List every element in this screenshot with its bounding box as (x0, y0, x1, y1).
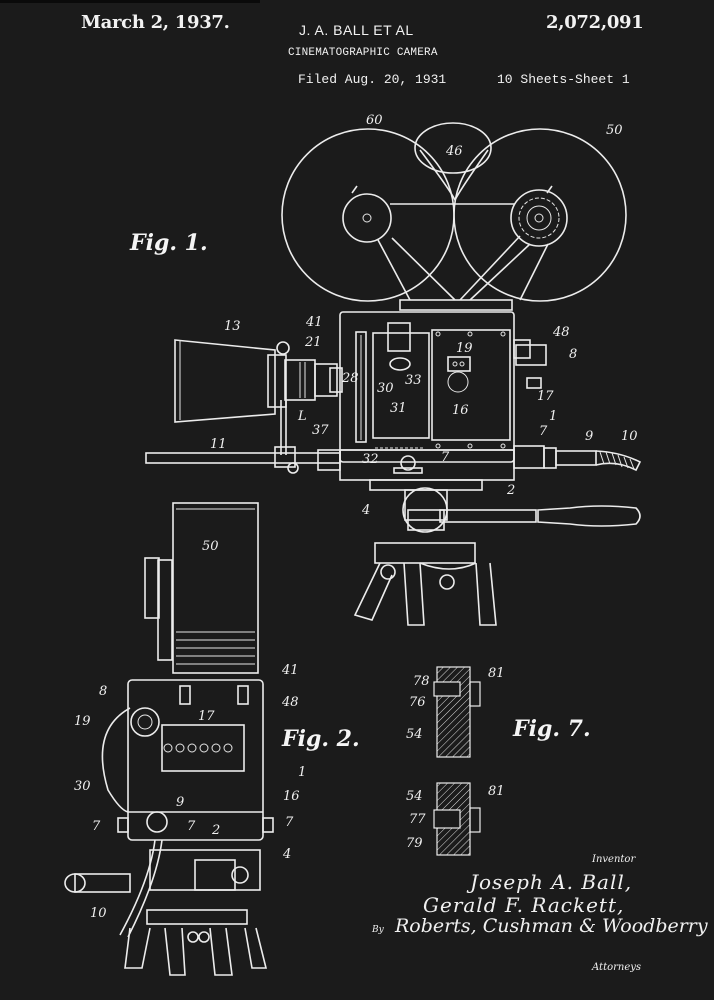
svg-text:46: 46 (445, 144, 463, 159)
svg-text:13: 13 (224, 319, 241, 334)
fig7-label: Fig. 7. (512, 716, 591, 742)
svg-text:54: 54 (406, 727, 423, 742)
svg-text:8: 8 (99, 684, 107, 699)
cable-connector (543, 447, 642, 472)
svg-text:10: 10 (621, 429, 638, 444)
attorneys-signature: Roberts, Cushman & Woodberry (395, 915, 708, 937)
svg-text:11: 11 (210, 437, 227, 452)
svg-text:41: 41 (281, 663, 299, 678)
svg-text:7: 7 (187, 819, 196, 834)
svg-text:10: 10 (90, 906, 107, 921)
svg-text:1: 1 (549, 409, 557, 424)
sheet-count: 10 Sheets-Sheet 1 (497, 72, 630, 87)
fig1-label: Fig. 1. (129, 230, 208, 256)
filed-date: Filed Aug. 20, 1931 (298, 72, 447, 87)
svg-text:77: 77 (409, 812, 426, 827)
svg-text:78: 78 (413, 674, 430, 689)
svg-text:32: 32 (362, 452, 379, 467)
svg-text:7: 7 (539, 424, 548, 439)
svg-text:81: 81 (488, 784, 505, 799)
attorneys-label: Attorneys (592, 962, 642, 973)
svg-text:79: 79 (406, 836, 423, 851)
svg-text:7: 7 (285, 815, 294, 830)
camera-body-front (101, 679, 274, 841)
svg-text:L: L (297, 409, 307, 424)
svg-text:54: 54 (406, 789, 423, 804)
tripod-head (353, 479, 497, 626)
by-label: By (372, 925, 384, 935)
svg-text:7: 7 (441, 450, 450, 465)
svg-text:30: 30 (74, 779, 91, 794)
svg-text:50: 50 (202, 539, 219, 554)
svg-text:19: 19 (456, 341, 473, 356)
inventors-heading: J. A. BALL ET AL (299, 22, 414, 38)
svg-text:48: 48 (281, 695, 299, 710)
scan-edge-band (0, 0, 260, 3)
tripod-front (64, 839, 268, 976)
svg-text:19: 19 (74, 714, 91, 729)
crank-handle (439, 505, 641, 527)
fig7-reference-numerals: 78 81 76 54 54 81 77 79 (406, 666, 505, 851)
patent-date: March 2, 1937. (81, 12, 230, 33)
svg-text:76: 76 (409, 695, 426, 710)
fig2-label: Fig. 2. (281, 726, 360, 752)
film-magazine (281, 122, 627, 311)
figure-2-camera-front-view: 50 41 48 8 19 17 30 1 16 9 7 7 2 7 4 10 … (64, 502, 360, 976)
film-magazine-front (144, 502, 259, 674)
lens-and-sunshade (174, 339, 343, 455)
svg-text:2: 2 (506, 483, 515, 498)
inventor-signature-2: Gerald F. Rackett, (423, 893, 625, 917)
svg-text:30: 30 (377, 381, 394, 396)
figure-1-camera-side-view: 60 46 50 13 41 21 48 8 19 33 28 30 31 16… (129, 113, 642, 626)
svg-text:60: 60 (366, 113, 383, 128)
svg-text:48: 48 (552, 325, 570, 340)
svg-text:4: 4 (361, 503, 370, 518)
figure-7-cross-section: 78 81 76 54 54 81 77 79 Fig. 7. (406, 666, 591, 856)
svg-text:81: 81 (488, 666, 505, 681)
support-rod (145, 446, 341, 474)
fig2-reference-numerals: 50 41 48 8 19 17 30 1 16 9 7 7 2 7 4 10 (74, 539, 306, 921)
inventor-label: Inventor (592, 854, 636, 865)
svg-text:1: 1 (298, 765, 306, 780)
svg-text:21: 21 (304, 335, 322, 350)
svg-text:41: 41 (305, 315, 323, 330)
svg-text:28: 28 (341, 371, 359, 386)
svg-text:8: 8 (569, 347, 577, 362)
svg-text:37: 37 (312, 423, 329, 438)
svg-text:7: 7 (92, 819, 101, 834)
svg-text:31: 31 (390, 401, 407, 416)
svg-text:50: 50 (606, 123, 623, 138)
svg-text:17: 17 (198, 709, 215, 724)
svg-text:33: 33 (405, 373, 422, 388)
svg-text:9: 9 (585, 429, 593, 444)
svg-text:4: 4 (282, 847, 291, 862)
svg-text:16: 16 (452, 403, 469, 418)
patent-number: 2,072,091 (546, 12, 644, 33)
fig1-reference-numerals: 60 46 50 13 41 21 48 8 19 33 28 30 31 16… (210, 113, 638, 518)
inventor-signature-1: Joseph A. Ball, (470, 870, 633, 894)
svg-text:9: 9 (176, 795, 184, 810)
patent-title: CINEMATOGRAPHIC CAMERA (288, 47, 438, 59)
svg-text:17: 17 (537, 389, 554, 404)
svg-text:2: 2 (211, 823, 220, 838)
svg-text:16: 16 (283, 789, 300, 804)
